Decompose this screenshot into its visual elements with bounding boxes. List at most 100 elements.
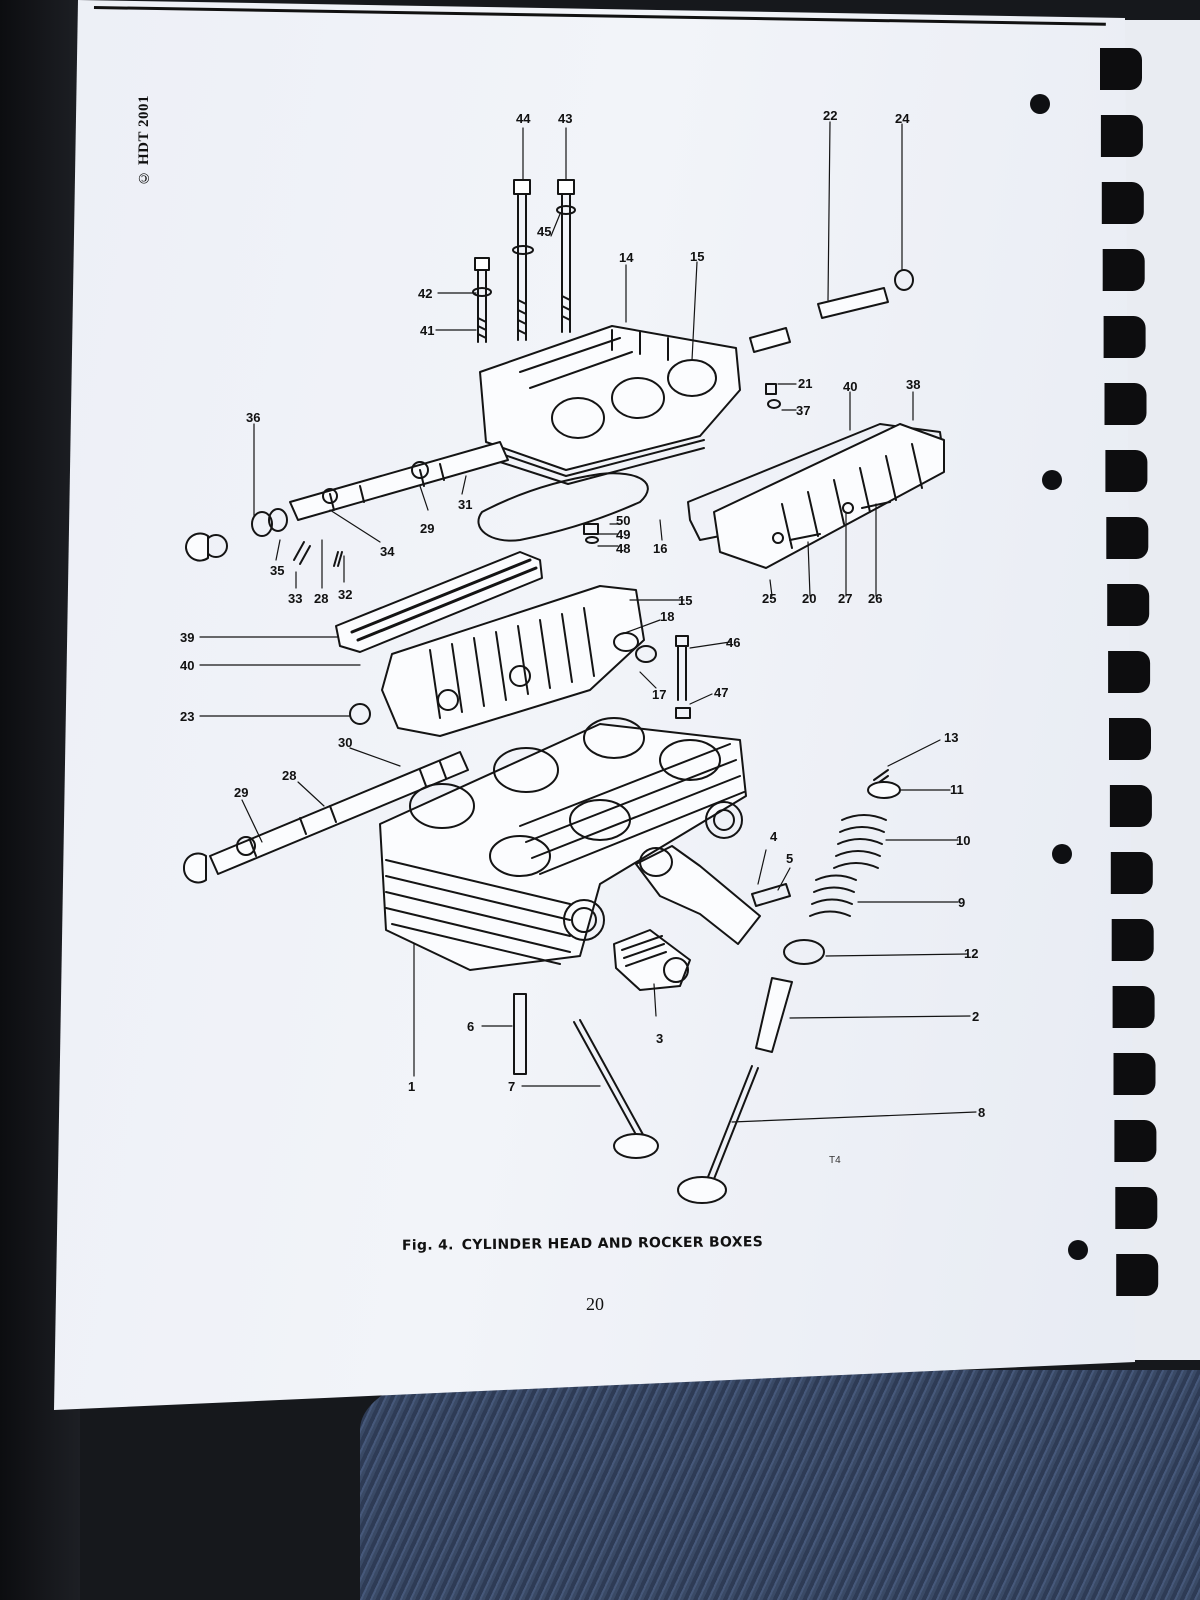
callout-5: 5 [786,851,794,866]
callout-17: 17 [652,687,667,702]
binding-tooth [1105,450,1148,492]
binding-tooth [1107,584,1150,626]
binding-tooth [1108,651,1151,693]
cylinder-head [379,717,747,971]
callout-25: 25 [762,591,777,606]
long-bolt-44 [513,179,531,341]
punch-hole [1068,1240,1088,1260]
valve-7 [573,1019,659,1159]
callout-28-lower: 28 [282,768,297,783]
valve-8 [677,1065,759,1204]
callout-41: 41 [420,323,435,338]
rocker-cover-39 [335,551,543,653]
callout-42: 42 [418,286,433,301]
callout-23: 23 [180,709,195,724]
callout-15-lower: 15 [678,593,693,608]
binding-tooth [1111,919,1154,961]
callout-43: 43 [558,111,573,126]
callout-40-right: 40 [843,379,858,394]
stud-46 [675,635,691,719]
callout-27: 27 [838,591,853,606]
exhaust-adapter-3 [613,929,691,991]
callout-9: 9 [958,895,966,910]
callout-2: 2 [972,1009,980,1024]
callout-37: 37 [796,403,811,418]
binding-tooth [1110,852,1153,894]
binding-tooth [1112,986,1155,1028]
leader-lines [199,121,977,1123]
binding-tooth [1103,316,1146,358]
binding-tooth [1116,1254,1159,1296]
washer-45 [512,245,534,255]
callout-48: 48 [616,541,631,556]
callout-26: 26 [868,591,883,606]
inlet-manifold-4 [635,845,761,945]
callout-35: 35 [270,563,285,578]
callout-46: 46 [726,635,741,650]
callout-32: 32 [338,587,353,602]
callout-12: 12 [964,946,979,961]
denim-fabric-background [360,1370,1200,1600]
callout-29-lower: 29 [234,785,249,800]
callout-50: 50 [616,513,631,528]
inner-spring-9 [809,874,857,917]
callout-40-left: 40 [180,658,195,673]
page-number: 20 [586,1294,604,1314]
plug-23 [349,703,371,725]
short-bolt-41 [472,257,492,343]
binding-tooth [1113,1053,1156,1095]
washer-35 [251,511,273,537]
callout-22: 22 [823,108,838,123]
callout-28-upper: 28 [314,591,329,606]
callout-8: 8 [978,1105,986,1120]
screw-21-washer-37 [765,383,781,409]
binding-tooth [1109,785,1152,827]
callout-1: 1 [408,1079,416,1094]
right-rocker-cover [713,423,945,569]
binding-tooth [1114,1120,1157,1162]
rocker-shaft-lower [209,751,469,875]
long-bolt-43 [556,179,576,333]
adapter-22 [749,269,914,353]
acorn-nut-lower [182,852,207,884]
callout-18: 18 [660,609,675,624]
callout-33: 33 [288,591,303,606]
callout-39: 39 [180,630,195,645]
dowel-6 [513,993,527,1075]
spring-seat-12 [783,939,825,965]
callout-47: 47 [714,685,729,700]
binding-tooth [1101,182,1144,224]
callout-45: 45 [537,224,552,239]
callout-36: 36 [246,410,261,425]
callout-16: 16 [653,541,668,556]
rocker-shaft-upper [289,441,509,521]
callout-10: 10 [956,833,971,848]
callout-21: 21 [798,376,813,391]
screw-33 [293,541,311,565]
punch-hole [1042,470,1062,490]
callout-29-upper: 29 [420,521,435,536]
callout-34: 34 [380,544,395,559]
callout-31: 31 [458,497,473,512]
callout-4: 4 [770,829,778,844]
outer-spring-10 [833,814,887,869]
valve-guide-2 [755,977,793,1053]
drawing-tag: T4 [829,1155,841,1166]
callout-14: 14 [619,250,634,265]
binding-tooth [1106,517,1149,559]
binding-tooth [1109,718,1151,760]
punch-hole [1030,94,1050,114]
callout-6: 6 [467,1019,475,1034]
binding-tooth [1100,48,1142,90]
gasket-16 [477,472,649,542]
callout-38: 38 [906,377,921,392]
binding-tooth [1100,115,1143,157]
callout-20: 20 [802,591,817,606]
callout-7: 7 [508,1079,516,1094]
binding-tooth [1102,249,1145,291]
callout-24: 24 [895,111,910,126]
